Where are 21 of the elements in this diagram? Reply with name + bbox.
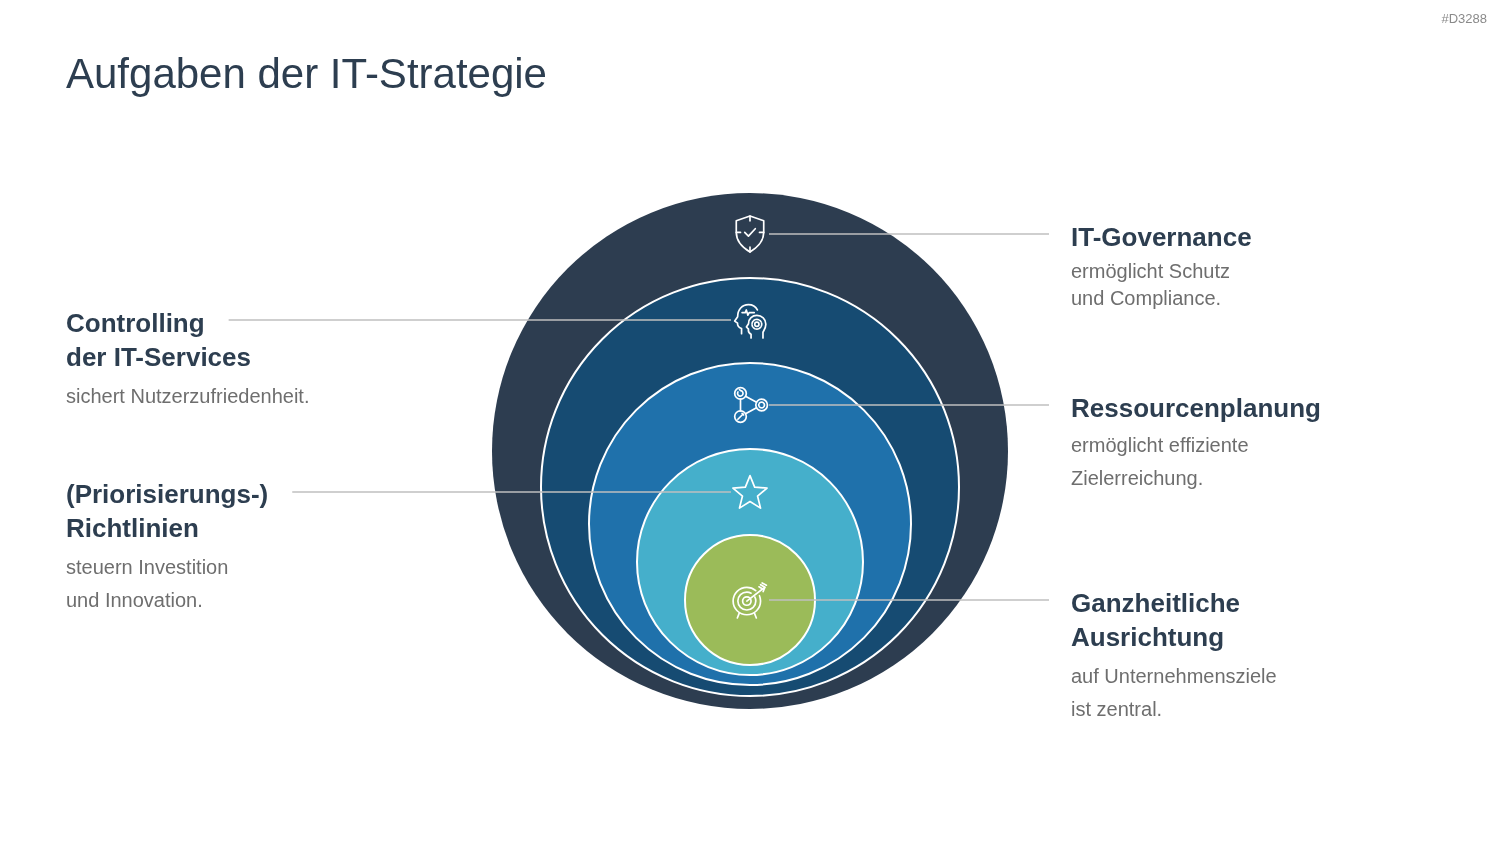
section-heading: Controlling der IT-Services (66, 307, 251, 374)
section-description: steuern Investition und Innovation. (66, 555, 229, 613)
leader-line (227, 319, 732, 321)
section-heading: IT-Governance (1071, 221, 1252, 254)
star-icon (731, 473, 769, 511)
section-description: auf Unternehmensziele ist zentral. (1071, 664, 1277, 722)
section-heading: (Priorisierungs-) Richtlinien (66, 478, 269, 545)
leader-line (768, 599, 1050, 601)
connected-nodes-icon (731, 386, 769, 424)
head-gear-icon (731, 301, 769, 339)
section-description: ermöglicht Schutz und Compliance. (1071, 259, 1230, 311)
section-heading: Ressourcenplanung (1071, 392, 1321, 425)
reference-code: #D3288 (1441, 11, 1487, 27)
target-arrow-icon (731, 581, 769, 619)
slide-title: Aufgaben der IT-Strategie (66, 49, 547, 99)
section-description: sichert Nutzerzufriedenheit. (66, 384, 310, 409)
section-description: ermöglicht effiziente Zielerreichung. (1071, 433, 1249, 491)
leader-line (768, 233, 1050, 235)
leader-line (768, 404, 1050, 406)
section-heading: Ganzheitliche Ausrichtung (1071, 587, 1241, 654)
leader-line (291, 491, 732, 493)
